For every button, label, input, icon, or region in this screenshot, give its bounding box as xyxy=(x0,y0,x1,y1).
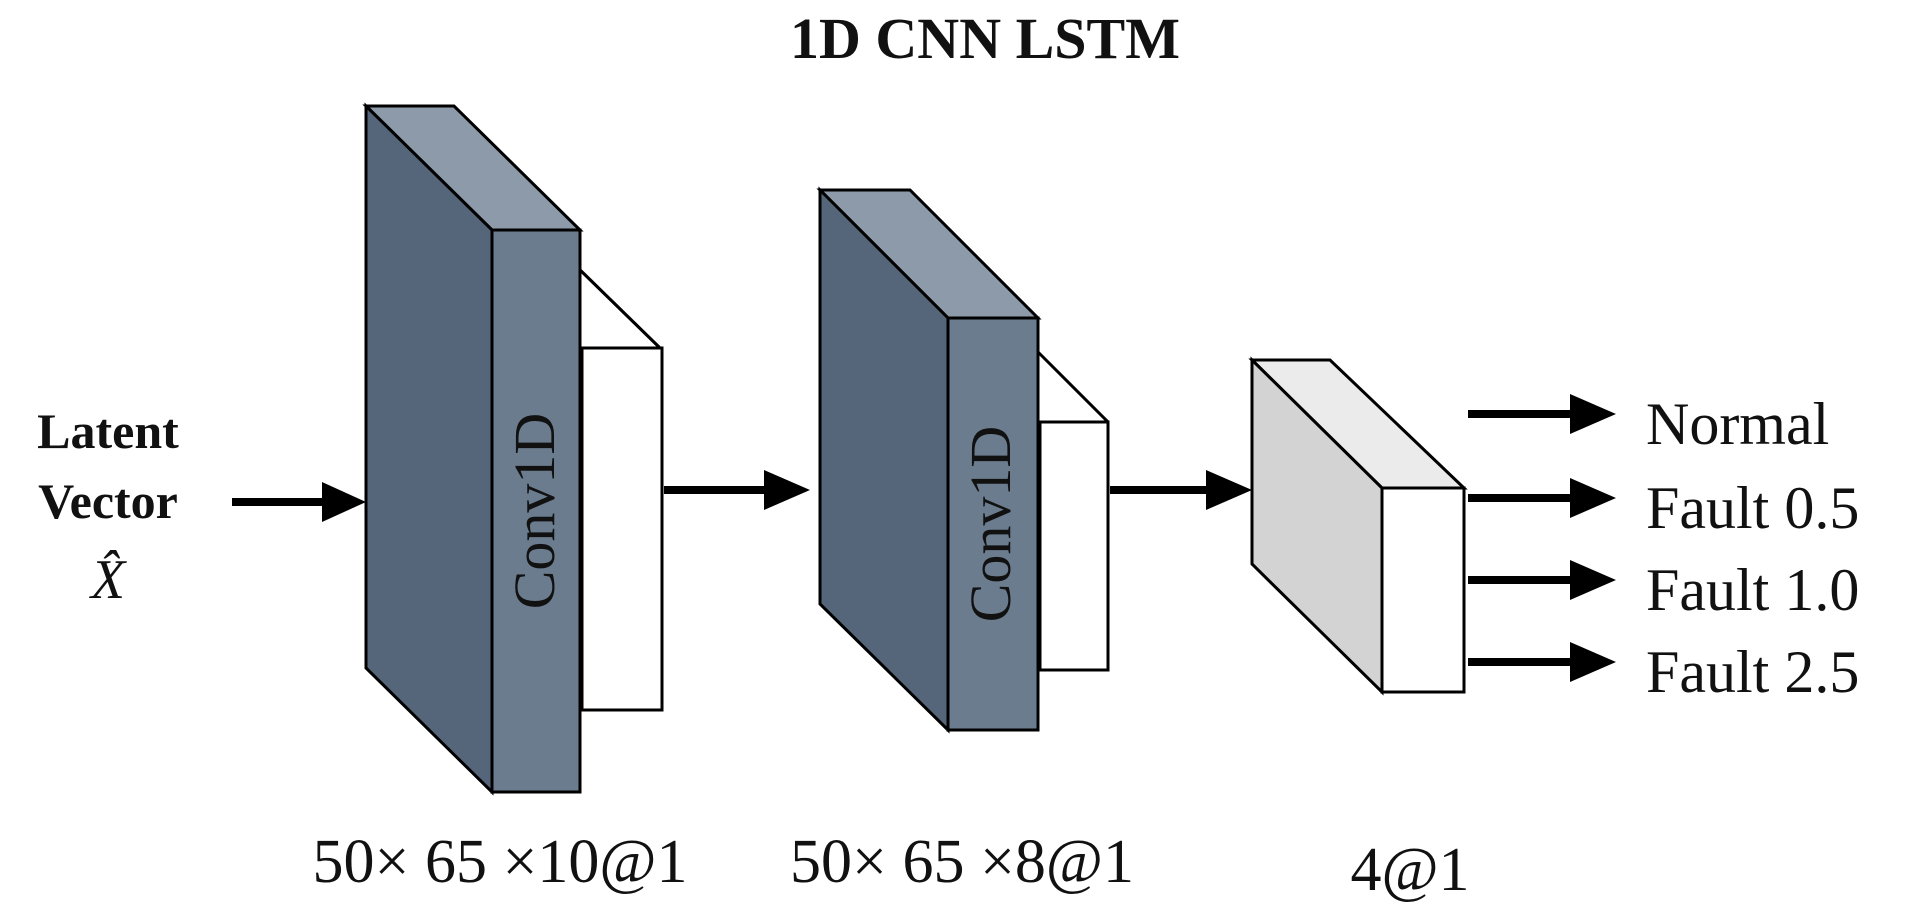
input-label: Latent Vector X̂ xyxy=(37,403,179,611)
input-symbol: X̂ xyxy=(89,549,128,611)
conv2-dimension: 50× 65 ×8@1 xyxy=(790,828,1134,896)
dense-front-face xyxy=(1380,486,1466,694)
conv1-label: Conv1D xyxy=(502,413,567,610)
arrow-conv2-to-dense xyxy=(1110,470,1252,510)
conv2-label: Conv1D xyxy=(958,426,1023,623)
conv1-dimension: 50× 65 ×10@1 xyxy=(312,828,687,896)
conv-block-1: Conv1D xyxy=(362,102,664,796)
output-label-fault-2-5: Fault 2.5 xyxy=(1646,639,1859,705)
dense-block xyxy=(1248,356,1468,696)
conv1-feature-map-front xyxy=(580,346,664,712)
conv2-front-face xyxy=(946,316,1040,732)
conv-block-2: Conv1D xyxy=(816,186,1110,734)
output-arrow-fault-2-5 xyxy=(1468,642,1616,682)
output-label-fault-1-0: Fault 1.0 xyxy=(1646,557,1859,623)
arrow-conv1-to-conv2 xyxy=(664,470,810,510)
dense-dimension: 4@1 xyxy=(1350,836,1469,904)
input-label-line1: Latent xyxy=(37,403,179,459)
output-arrow-normal xyxy=(1468,394,1616,434)
input-label-line2: Vector xyxy=(38,473,178,529)
conv2-feature-map-front xyxy=(1038,420,1110,672)
output-label-normal: Normal xyxy=(1646,391,1829,457)
diagram-title: 1D CNN LSTM xyxy=(790,6,1180,71)
arrow-input-to-conv1 xyxy=(232,482,366,522)
output-arrow-fault-0-5 xyxy=(1468,478,1616,518)
output-label-fault-0-5: Fault 0.5 xyxy=(1646,475,1859,541)
output-arrow-fault-1-0 xyxy=(1468,560,1616,600)
conv1-front-face xyxy=(490,228,582,794)
